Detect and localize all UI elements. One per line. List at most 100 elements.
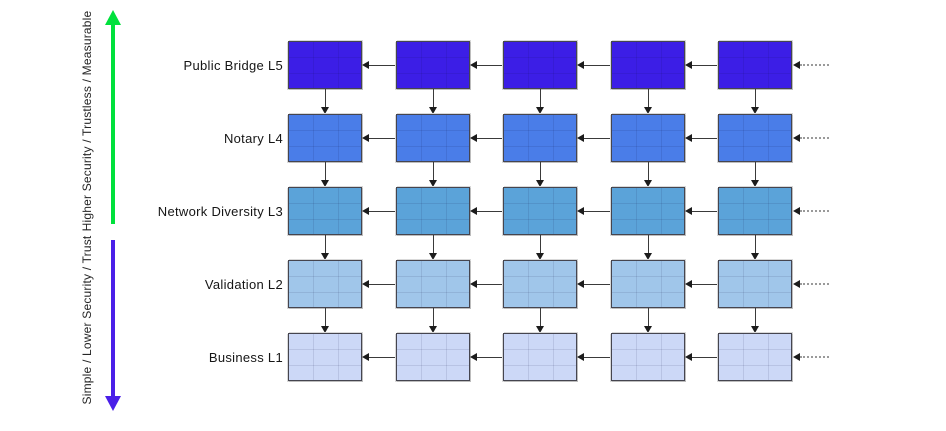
h-connector-line (477, 138, 503, 139)
row-label: Validation L2 (204, 276, 283, 292)
grid-box (396, 187, 470, 235)
grid-box (718, 41, 792, 89)
v-connector-arrowhead-icon (536, 107, 544, 114)
v-connector-arrowhead-icon (429, 253, 437, 260)
h-connector-line (369, 138, 396, 139)
grid-box (396, 114, 470, 162)
h-connector-line (369, 357, 396, 358)
grid-box (396, 41, 470, 89)
v-connector-arrowhead-icon (536, 253, 544, 260)
h-connector-arrowhead-icon (577, 353, 584, 361)
v-connector-line (648, 162, 649, 180)
h-connector-line (692, 357, 718, 358)
grid-box (503, 333, 577, 381)
v-connector-line (540, 89, 541, 107)
continuation-dotted-line (800, 210, 829, 212)
h-connector-line (584, 211, 611, 212)
v-connector-line (325, 235, 326, 253)
grid-box (288, 333, 362, 381)
grid-box (503, 41, 577, 89)
v-connector-arrowhead-icon (536, 180, 544, 187)
v-connector-line (433, 162, 434, 180)
grid-box (611, 187, 685, 235)
up-arrow-head-icon (105, 10, 121, 25)
h-connector-arrowhead-icon (362, 61, 369, 69)
grid-box (503, 114, 577, 162)
h-connector-arrowhead-icon (685, 134, 692, 142)
v-connector-line (325, 308, 326, 326)
grid-box (718, 114, 792, 162)
h-connector-arrowhead-icon (685, 353, 692, 361)
grid-box (288, 260, 362, 308)
v-connector-arrowhead-icon (751, 253, 759, 260)
row-label: Business L1 (208, 349, 283, 365)
grid-box (611, 41, 685, 89)
h-connector-line (369, 284, 396, 285)
v-connector-arrowhead-icon (321, 253, 329, 260)
continuation-arrowhead-icon (793, 61, 800, 69)
grid-box (288, 114, 362, 162)
row-label: Public Bridge L5 (183, 57, 283, 73)
continuation-dotted-line (800, 64, 829, 66)
continuation-arrowhead-icon (793, 207, 800, 215)
v-connector-line (755, 308, 756, 326)
continuation-dotted-line (800, 137, 829, 139)
h-connector-arrowhead-icon (685, 280, 692, 288)
v-connector-line (433, 89, 434, 107)
v-connector-arrowhead-icon (644, 253, 652, 260)
h-connector-arrowhead-icon (470, 353, 477, 361)
v-connector-line (648, 308, 649, 326)
v-connector-line (755, 235, 756, 253)
grid-box (718, 260, 792, 308)
v-connector-line (325, 89, 326, 107)
grid-box (503, 187, 577, 235)
h-connector-arrowhead-icon (577, 280, 584, 288)
v-connector-arrowhead-icon (644, 326, 652, 333)
down-arrow-head-icon (105, 396, 121, 411)
v-connector-arrowhead-icon (429, 107, 437, 114)
h-connector-arrowhead-icon (470, 207, 477, 215)
grid-box (288, 41, 362, 89)
h-connector-arrowhead-icon (685, 61, 692, 69)
h-connector-arrowhead-icon (362, 134, 369, 142)
h-connector-arrowhead-icon (470, 61, 477, 69)
grid-box (396, 333, 470, 381)
h-connector-arrowhead-icon (470, 280, 477, 288)
v-connector-arrowhead-icon (321, 326, 329, 333)
h-connector-arrowhead-icon (362, 353, 369, 361)
h-connector-line (369, 211, 396, 212)
v-connector-arrowhead-icon (751, 180, 759, 187)
v-connector-arrowhead-icon (429, 180, 437, 187)
h-connector-line (692, 211, 718, 212)
h-connector-line (584, 284, 611, 285)
v-connector-arrowhead-icon (644, 180, 652, 187)
h-connector-line (477, 211, 503, 212)
grid-box (503, 260, 577, 308)
h-connector-arrowhead-icon (685, 207, 692, 215)
continuation-dotted-line (800, 356, 829, 358)
row-label: Network Diversity L3 (157, 203, 283, 219)
grid-box (396, 260, 470, 308)
grid-box (288, 187, 362, 235)
down-arrow-shaft (111, 240, 115, 396)
grid-box (611, 260, 685, 308)
grid-box (611, 114, 685, 162)
v-connector-line (540, 308, 541, 326)
continuation-arrowhead-icon (793, 280, 800, 288)
h-connector-line (692, 65, 718, 66)
v-connector-arrowhead-icon (321, 180, 329, 187)
h-connector-line (584, 65, 611, 66)
v-connector-line (540, 162, 541, 180)
v-connector-arrowhead-icon (429, 326, 437, 333)
h-connector-line (477, 357, 503, 358)
grid-box (718, 187, 792, 235)
continuation-dotted-line (800, 283, 829, 285)
h-connector-line (477, 65, 503, 66)
h-connector-line (692, 138, 718, 139)
h-connector-arrowhead-icon (577, 207, 584, 215)
v-connector-line (540, 235, 541, 253)
v-connector-arrowhead-icon (536, 326, 544, 333)
h-connector-line (369, 65, 396, 66)
v-connector-line (648, 89, 649, 107)
